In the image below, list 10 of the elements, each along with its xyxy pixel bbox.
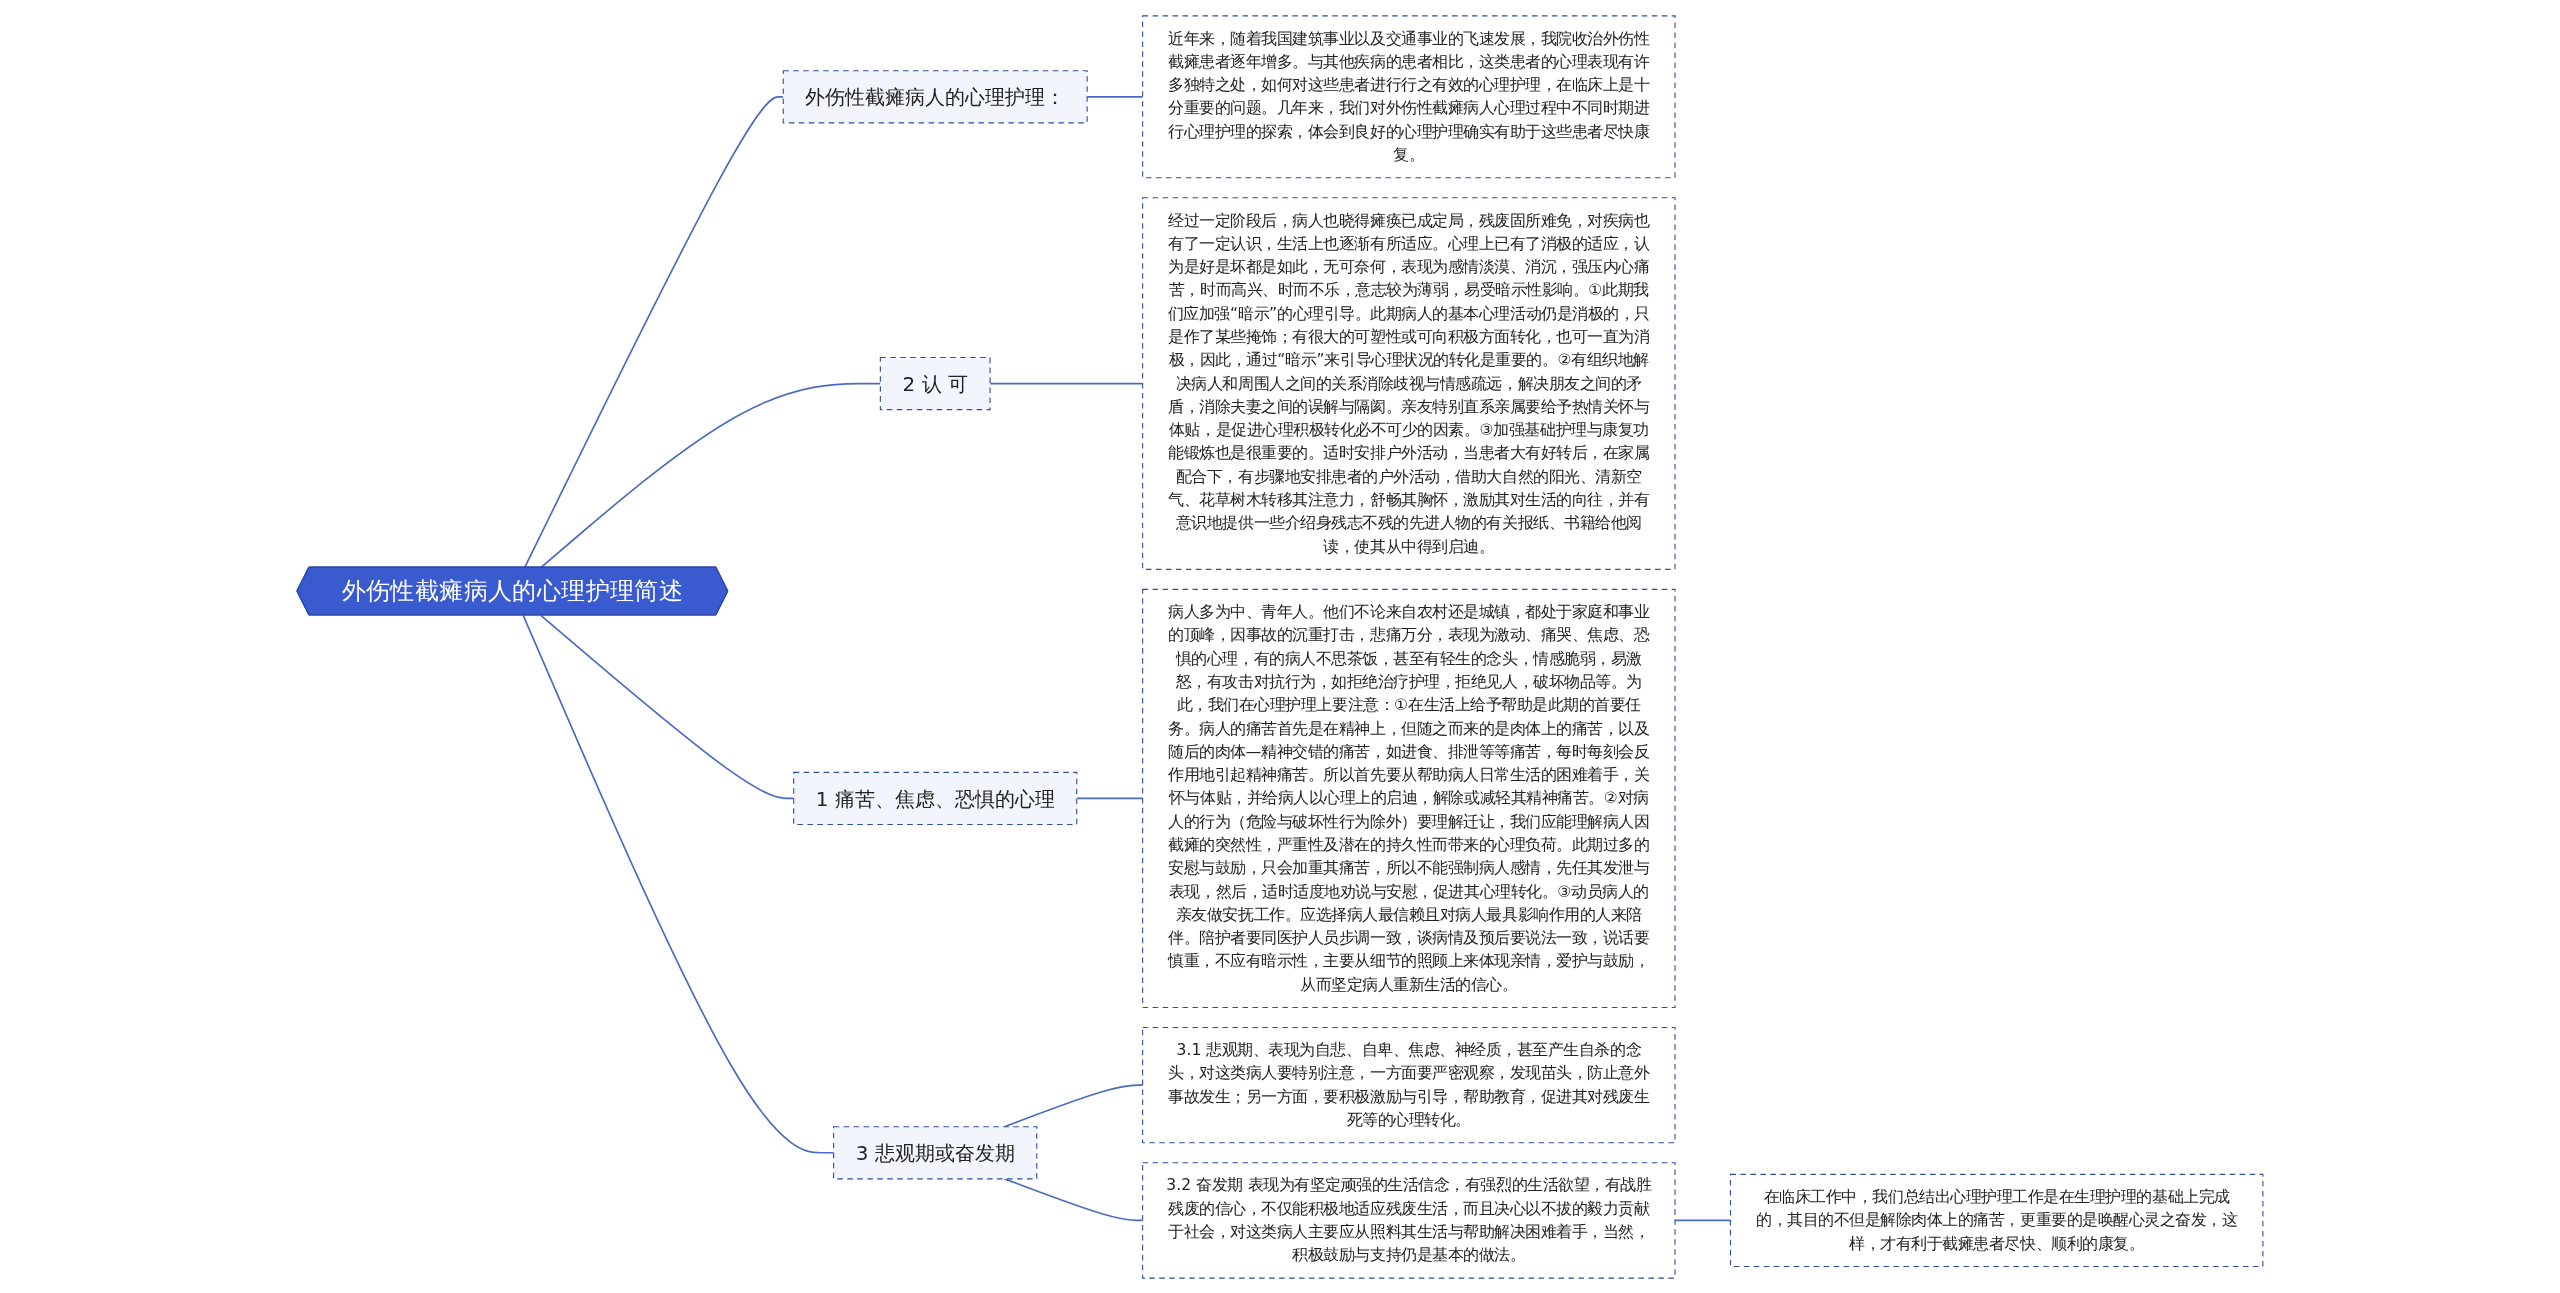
node-box: 1 痛苦、焦虑、恐惧的心理 xyxy=(793,771,1078,825)
node-box: 2 认 可 xyxy=(879,356,991,410)
node-box: 在临床工作中，我们总结出心理护理工作是在生理护理的基础上完成的，其目的不但是解除肉体上的痛苦，更重要的是唤醒心灵之奋发，这样，才有利于截瘫患者尽快、顺利的康复。 xyxy=(1730,1173,2264,1267)
node-box: 病人多为中、青年人。他们不论来自农村还是城镇，都处于家庭和事业的顶峰，因事故的沉重打击，悲痛万分，表现为激动、痛哭、焦虑、恐惧的心理，有的病人不思茶饭，甚至有轻生的念头，情感脆弱，易激怒，有攻击对抗行为，如拒绝治疗护理，拒绝见人，破坏物品等。为此，我们在心理护理上要注意：①在生活上给予帮助是此期的首要任务。病人的痛苦首先是在精神上，但随之而来的是肉体上的痛苦，以及随后的肉体—精神交错的痛苦，如进食、排泄等等痛苦，每时每刻会反作用地引起精神痛苦。所以首先要从帮助病人日常生活的困难着手，关怀与体贴，并给病人以心理上的启迪，解除或减轻其精神痛苦。②对病人的行为（危险与破坏性行为除外）要理解迁让，我们应能理解病人因截瘫的突然性，严重性及潜在的持久性而带来的心理负荷。此期过多的安慰与鼓励，只会加重其痛苦，所以不能强制病人感情，先任其发泄与表现，然后，适时适度地劝说与安慰，促进其心理转化。③动员病人的亲友做安抚工作。应选择病人最信赖且对病人最具影响作用的人来陪伴。陪护者要同医护人员步调一致，谈病情及预后要说法一致，说话要慎重，不应有暗示性，主要从细节的照顾上来体现亲情，爱护与鼓励，从而坚定病人重新生活的信心。 xyxy=(1142,588,1676,1008)
node-box: 近年来，随着我国建筑事业以及交通事业的飞速发展，我院收治外伤性截瘫患者逐年增多。与其他疾病的患者相比，这类患者的心理表现有许多独特之处，如何对这些患者进行行之有效的心理护理，在临床上是十分重要的问题。几年来，我们对外伤性截瘫病人心理过程中不同时期进行心理护理的探索，体会到良好的心理护理确实有助于这些患者尽快康复。 xyxy=(1142,14,1676,178)
node-box: 3.2 奋发期 表现为有坚定顽强的生活信念，有强烈的生活欲望，有战胜残废的信心，不仅能积极地适应残废生活，而且决心以不拔的毅力贡献于社会，对这类病人主要应从照料其生活与帮助解决困难着手，当然，积极鼓励与支持仍是基本的做法。 xyxy=(1142,1161,1676,1279)
node-box: 3.1 悲观期、表现为自悲、自卑、焦虑、神经质，甚至产生自杀的念头，对这类病人要特别注意，一方面要严密观察，发现苗头，防止意外事故发生；另一方面，要积极激励与引导，帮助教育，促进其对残废生死等的心理转化。 xyxy=(1142,1026,1676,1143)
node-box: 3 悲观期或奋发期 xyxy=(833,1125,1038,1179)
node-box: 外伤性截瘫病人的心理护理： xyxy=(782,69,1088,123)
node-box: 经过一定阶段后，病人也晓得瘫痪已成定局，残废固所难免，对疾病也有了一定认识，生活上也逐渐有所适应。心理上已有了消极的适应，认为是好是坏都是如此，无可奈何，表现为感情淡漠、消沉，强压内心痛苦，时而高兴、时而不乐，意志较为薄弱，易受暗示性影响。①此期我们应加强“暗示”的心理引导。此期病人的基本心理活动仍是消极的，只是作了某些掩饰；有很大的可塑性或可向积极方面转化，也可一直为消极，因此，通过“暗示”来引导心理状况的转化是重要的。②有组织地解决病人和周围人之间的关系消除歧视与情感疏远，解决朋友之间的矛盾，消除夫妻之间的误解与隔阂。亲友特别直系亲属要给予热情关怀与体贴，是促进心理积极转化必不可少的因素。③加强基础护理与康复功能锻炼也是很重要的。适时安排户外活动，当患者大有好转后，在家属配合下，有步骤地安排患者的户外活动，借助大自然的阳光、清新空气、花草树木转移其注意力，舒畅其胸怀，激励其对生活的向往，并有意识地提供一些介绍身残志不残的先进人物的有关报纸、书籍给他阅读，使其从中得到启迪。 xyxy=(1142,196,1676,570)
